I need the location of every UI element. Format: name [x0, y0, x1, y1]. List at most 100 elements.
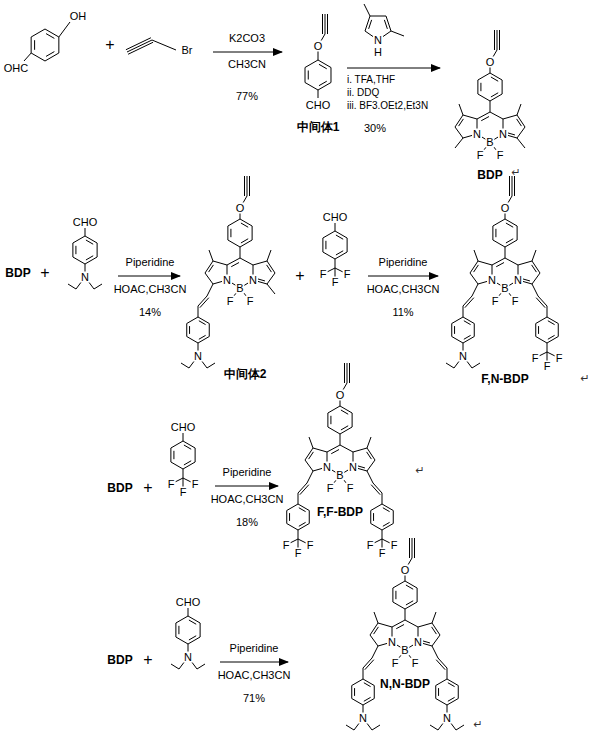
- bond-line: [493, 219, 505, 226]
- atom-label: F: [191, 479, 200, 490]
- bond-line: [199, 321, 206, 325]
- bond-line: [187, 337, 198, 344]
- bond-line: [432, 627, 437, 634]
- bond-line: [353, 448, 367, 452]
- return-mark: ↵: [511, 167, 520, 178]
- bond-line: [465, 298, 474, 308]
- bond-line: [289, 513, 290, 521]
- bond-line: [187, 317, 198, 324]
- bond-line: [436, 679, 447, 686]
- bond-line: [452, 317, 463, 324]
- bond-line: [328, 427, 340, 434]
- bond-line: [393, 581, 405, 588]
- bond-line: [349, 363, 350, 383]
- reagent-text: Piperidine: [126, 257, 175, 268]
- bond-line: [127, 40, 152, 52]
- atom-label: N: [513, 275, 523, 286]
- atom-label: B: [335, 470, 344, 481]
- bond-line: [330, 416, 331, 424]
- bond-line: [370, 511, 371, 524]
- atom-label: F: [282, 540, 291, 551]
- bond-line: [435, 686, 436, 699]
- bond-line: [176, 616, 188, 623]
- bond-line: [171, 462, 183, 469]
- bond-line: [371, 504, 382, 511]
- bond-line: [227, 226, 228, 240]
- bond-line: [392, 620, 405, 627]
- bond-line: [514, 176, 515, 196]
- atom-label: CHO: [170, 422, 196, 433]
- atom-label: B: [235, 283, 244, 294]
- bond-line: [538, 326, 539, 334]
- bond-line: [318, 60, 331, 68]
- atom-label: F: [378, 548, 387, 559]
- bond-line: [352, 413, 353, 427]
- bond-line: [536, 337, 547, 344]
- bond-line: [195, 448, 196, 462]
- atom-label: B: [485, 137, 494, 148]
- reaction-arrow: [220, 662, 288, 663]
- compound-label: F,F-BDP: [317, 506, 363, 518]
- bond-line: [323, 252, 335, 259]
- atom-label: F: [555, 353, 564, 364]
- bond-line: [497, 30, 498, 50]
- bond-line: [432, 612, 436, 623]
- bond-line: [414, 538, 415, 558]
- bond-line: [230, 229, 231, 237]
- bond-line: [340, 445, 353, 452]
- plus-sign: +: [40, 265, 49, 281]
- bond-line: [405, 581, 417, 588]
- bond-line: [354, 688, 355, 696]
- plus-sign: +: [295, 268, 304, 284]
- bond-line: [183, 469, 184, 478]
- bond-line: [391, 31, 404, 36]
- bond-line: [496, 263, 504, 267]
- return-mark: ↵: [473, 719, 482, 730]
- bond-line: [85, 257, 97, 264]
- bond-line: [188, 616, 200, 623]
- compound-label: 中间体2: [224, 368, 267, 380]
- bond-line: [322, 238, 323, 252]
- bond-line: [490, 101, 491, 112]
- atom-label: O: [500, 203, 511, 214]
- bond-line: [455, 127, 463, 138]
- atom-label: F: [326, 483, 335, 494]
- bond-line: [406, 585, 413, 589]
- bond-line: [474, 265, 479, 272]
- bond-line: [325, 14, 326, 34]
- compound-label: BDP: [5, 267, 30, 279]
- bond-line: [417, 588, 418, 602]
- bond-line: [393, 511, 394, 524]
- bond-line: [128, 42, 153, 54]
- bond-line: [73, 236, 85, 243]
- bond-line: [477, 112, 490, 119]
- bond-line: [85, 236, 97, 243]
- atom-label: H: [373, 47, 383, 58]
- bond-line: [335, 252, 347, 259]
- bond-line: [367, 471, 373, 483]
- bond-line: [178, 626, 179, 634]
- bond-line: [490, 94, 502, 101]
- bond-line: [313, 448, 327, 452]
- bond-line: [309, 452, 314, 459]
- reaction-arrow: [213, 52, 282, 53]
- bond-line: [240, 240, 252, 247]
- bond-line: [323, 231, 335, 238]
- bond-line: [463, 306, 464, 317]
- bond-line: [386, 16, 391, 31]
- bond-line: [382, 530, 383, 539]
- plus-sign: +: [105, 37, 114, 53]
- bond-line: [72, 243, 73, 257]
- bond-line: [252, 226, 253, 240]
- bond-line: [509, 176, 510, 196]
- bond-line: [448, 683, 455, 687]
- return-mark: ↵: [415, 465, 424, 476]
- bond-line: [517, 138, 525, 148]
- bond-line: [327, 14, 328, 34]
- bond-line: [532, 273, 540, 284]
- reagent-text: HOAC,CH3CN: [218, 670, 291, 681]
- bond-line: [374, 627, 379, 634]
- reagent-text: Piperidine: [230, 643, 279, 654]
- bond-line: [85, 228, 86, 236]
- bond-line: [365, 16, 370, 31]
